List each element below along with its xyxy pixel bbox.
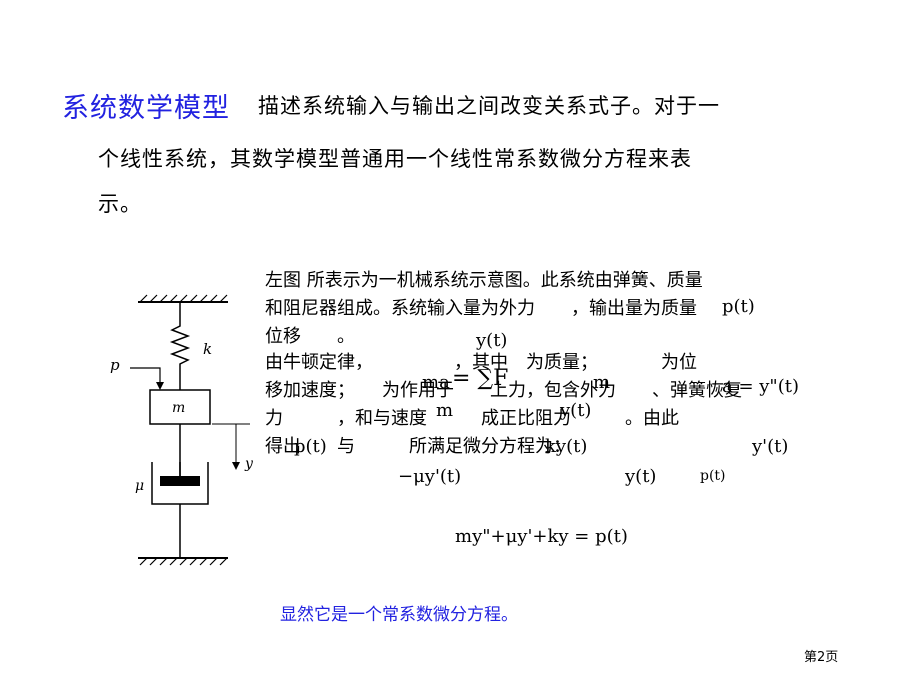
math-mu-y: −μy'(t) — [398, 466, 462, 487]
math-sum-f: = ∑F — [452, 366, 509, 391]
desc-line-4: 由牛顿定律， ，其中 为质量； 为位 — [265, 352, 697, 373]
math-ky: ky(t) — [545, 436, 588, 457]
math-y-t-3: y(t) — [560, 400, 592, 421]
intro-line-3: 示。 — [98, 192, 142, 216]
differential-equation: my"+μy'+ky = p(t) — [455, 526, 628, 547]
desc-line-7: 得出 与 所满足微分方程为： — [265, 436, 571, 457]
desc-line-3: 位移 。 — [265, 326, 355, 347]
math-yprime: y'(t) — [752, 436, 789, 457]
intro-line-2: 个线性系统，其数学模型普通用一个线性常系数微分方程来表 — [98, 147, 692, 171]
page-number: 第2页 — [804, 650, 839, 665]
desc-line-6: 力 ，和与速度 成正比阻力 。由此 — [265, 408, 679, 429]
math-p-t: p(t) — [722, 296, 755, 317]
slide-heading: 系统数学模型 — [62, 93, 230, 124]
math-y-t: y(t) — [476, 330, 508, 351]
displacement-label-y: y — [244, 456, 254, 472]
math-p-t-2: p(t) — [294, 436, 327, 457]
math-m-label: m — [593, 372, 611, 393]
damper-label-mu: μ — [135, 478, 144, 494]
desc-line-1: 左图 所表示为一机械系统示意图。此系统由弹簧、质量 — [265, 270, 703, 291]
math-f-m: m — [436, 400, 454, 421]
desc-line-5: 移加速度； 为作用于 上力，包含外力 、弹簧恢复 — [265, 380, 742, 401]
conclusion-text: 显然它是一个常系数微分方程。 — [280, 605, 518, 625]
math-a: a = y"(t) — [722, 376, 799, 397]
desc-line-2: 和阻尼器组成。系统输入量为外力 ，输出量为质量 — [265, 298, 697, 319]
force-label-p: p — [110, 356, 120, 374]
mechanical-system-diagram: k p m y μ — [110, 294, 254, 566]
mass-label-m: m — [172, 400, 185, 416]
spring-label-k: k — [203, 340, 212, 358]
intro-line-1: 描述系统输入与输出之间改变关系式子。对于一 — [258, 94, 720, 118]
math-ma: ma — [422, 372, 450, 393]
math-p-t-small: p(t) — [700, 468, 726, 484]
math-y-t-2: y(t) — [625, 466, 657, 487]
